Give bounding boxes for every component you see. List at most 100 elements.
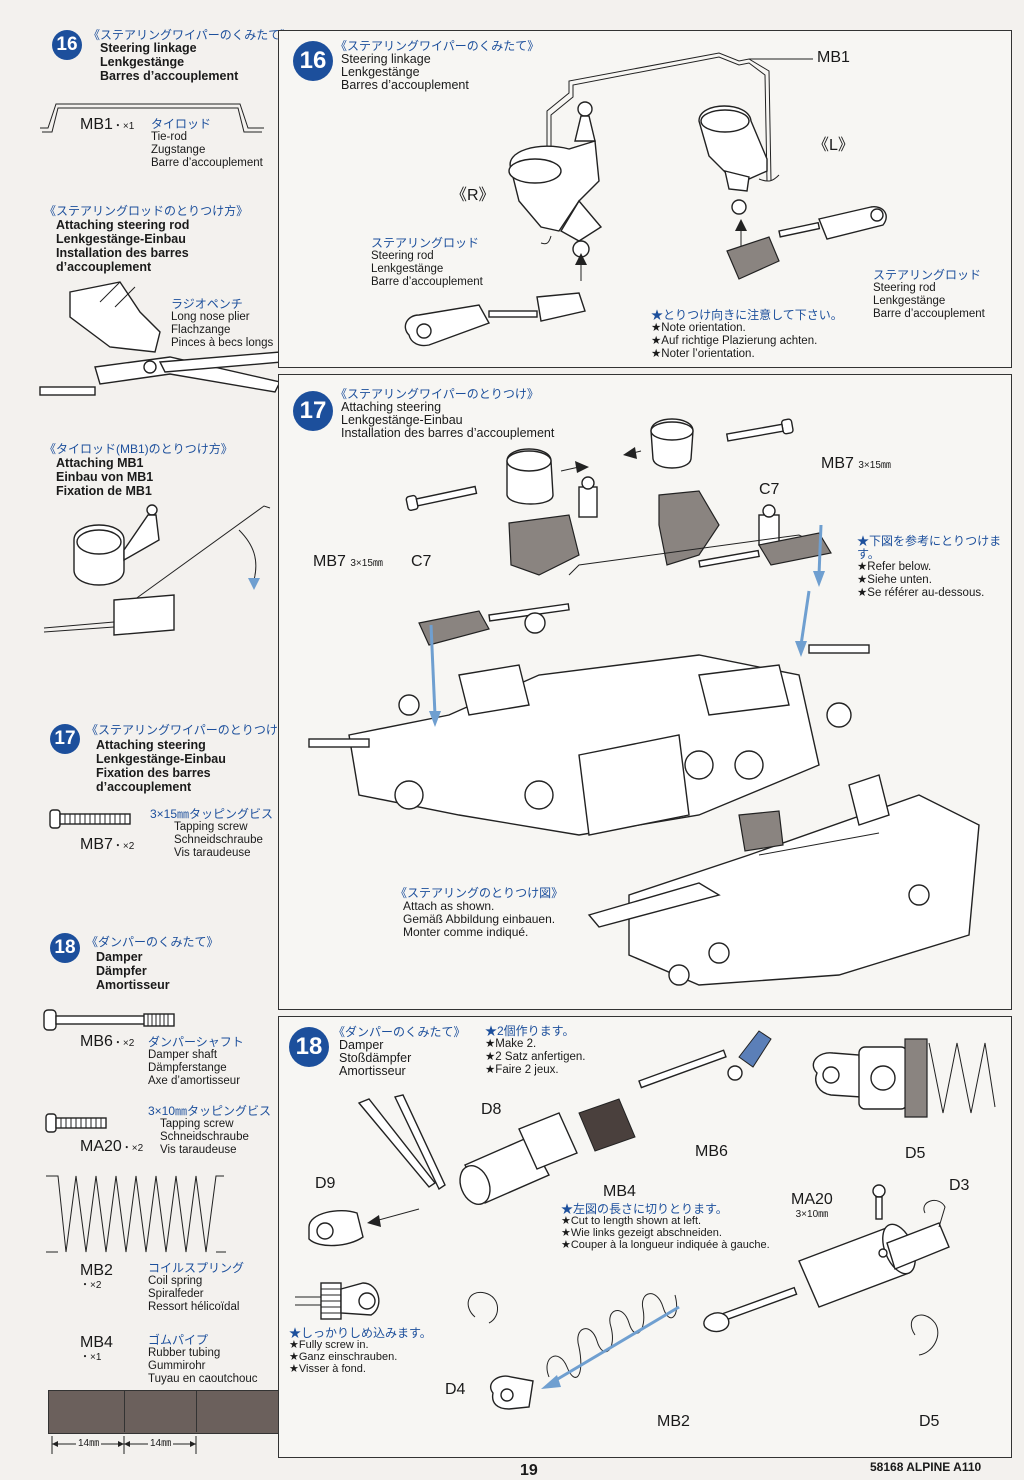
mb7-screw-drawing [49,809,131,829]
p16-note-en: ★Note orientation. [651,322,746,334]
steering-linkage-drawing [404,52,887,347]
p18-ma20-code: MA20 [791,1191,833,1208]
mb4-desc: ゴムパイプ Rubber tubing Gummirohr Tuyau en c… [148,1334,258,1386]
plier-jp: ラジオペンチ [171,297,243,311]
page-number: 19 [520,1462,538,1479]
attach-rod-fr: Installation des barres [56,246,189,260]
mb1-jp: タイロッド [151,117,212,131]
p18-make: ★2個作ります。 ★Make 2. ★2 Satz anfertigen. ★F… [485,1025,585,1077]
p18-make-fr: ★Faire 2 jeux. [485,1064,559,1076]
p18-screw-jp: ★しっかりしめ込みます。 [289,1326,432,1340]
p18-mb4: MB4 [603,1183,636,1200]
mb2-de: Spiralfeder [148,1288,204,1300]
step-16-fr: Barres d’accouplement [100,69,239,83]
step-18-en-left: Damper [96,950,143,964]
p17-mb7-left: MB7 3×15㎜ [313,553,383,571]
tubing-dimension-lines [51,1436,197,1454]
p18-cut-de: ★Wie links gezeigt abschneiden. [561,1227,722,1239]
p17-mb7-left-code: MB7 [313,553,346,570]
p18-cut-fr: ★Couper à la longueur indiquée à gauche. [561,1239,770,1251]
ma20-qty: ・×2 [121,1143,144,1154]
p17-fr: Installation des barres d’accouplement [341,426,555,440]
step-18-badge-left: 18 [50,933,80,963]
p18-ma20-size: 3×10㎜ [795,1209,829,1220]
mb1-de: Zugstange [151,144,206,156]
p17-shown: 《ステアリングのとりつけ図》 Attach as shown. Gemäß Ab… [395,887,563,939]
panel-step-17: 17 《ステアリングワイパーのとりつけ》 Attaching steering … [278,374,1012,1010]
p18-de: Stoßdämpfer [339,1051,412,1065]
step-16-jp-title: 《ステアリングワイパーのくみたて》 [88,28,293,42]
step-16-de: Lenkgestänge [100,55,185,69]
ma20-de: Schneidschraube [160,1131,249,1143]
step-17-badge-left: 17 [50,724,80,754]
mb7-qty: ・×2 [112,841,135,852]
p16-en: Steering linkage [341,52,431,66]
p17-shown-en: Attach as shown. [403,899,495,913]
p18-screw-fr: ★Visser à fond. [289,1363,366,1375]
mb6-en: Damper shaft [148,1049,218,1061]
p18-d5-top: D5 [905,1145,926,1162]
p16-rod-right: ステアリングロッド Steering rod Lenkgestänge Barr… [873,269,985,321]
p17-titles: Attaching steering Lenkgestänge-Einbau I… [341,401,554,440]
mb4-fr: Tuyau en caoutchouc [148,1373,258,1385]
p16-jp-title: 《ステアリングワイパーのくみたて》 [335,39,540,53]
mb6-desc: ダンパーシャフト Damper shaft Dämpferstange Axe … [148,1036,244,1088]
tie-rod-drawing [40,103,264,133]
attach-mb1-en: Attaching MB1 [56,456,144,470]
p16-rod-right-fr: Barre d’accouplement [873,308,985,320]
tubing-cut-mark-1 [124,1390,125,1432]
panel-step-16: 16 《ステアリングワイパーのくみたて》 Steering linkage Le… [278,30,1012,368]
attach-rod-text: Attaching steering rod Lenkgestänge-Einb… [56,218,189,274]
ma20-screw-drawing [45,1113,107,1133]
panel-step-18: 18 《ダンパーのくみたて》 Damper Stoßdämpfer Amorti… [278,1016,1012,1458]
plier-fr: Pinces à becs longs [171,337,274,349]
plier-en: Long nose plier [171,311,250,323]
p16-rod-left: ステアリングロッド Steering rod Lenkgestänge Barr… [371,237,483,289]
p16-de: Lenkgestänge [341,65,420,79]
mb1-code-text: MB1 [80,116,113,133]
p17-mb7-right-code: MB7 [821,455,854,472]
p18-d8: D8 [481,1101,502,1118]
p18-make-en: ★Make 2. [485,1038,537,1050]
attach-rod-jp: 《ステアリングロッドのとりつけ方》 [44,204,249,218]
ma20-desc: 3×10㎜タッピングビス Tapping screw Schneidschrau… [148,1105,271,1157]
p16-rod-left-en: Steering rod [371,250,434,262]
step-17-jp-left: 《ステアリングワイパーのとりつけ》 [86,723,290,737]
ma20-jp: 3×10㎜タッピングビス [148,1104,272,1118]
attach-rod-de: Lenkgestänge-Einbau [56,232,186,246]
p18-cut-jp: ★左図の長さに切りとります。 [561,1202,728,1216]
plier-drawing [39,281,283,396]
steering-install-drawing [308,418,980,986]
step-17-de-left: Lenkgestänge-Einbau [96,752,226,766]
model-name: 58168 ALPINE A110 [870,1460,982,1474]
p16-note-fr: ★Noter l’orientation. [651,348,755,360]
mb7-desc: 3×15㎜タッピングビス Tapping screw Schneidschrau… [150,808,273,860]
p18-screw-de: ★Ganz einschrauben. [289,1351,398,1363]
p18-cut: ★左図の長さに切りとります。 ★Cut to length shown at l… [561,1203,770,1251]
mb7-en: Tapping screw [174,821,248,833]
p17-c7-left: C7 [411,553,432,570]
p16-rod-left-fr: Barre d’accouplement [371,276,483,288]
mb6-code: MB6・×2 [80,1033,134,1051]
ma20-en: Tapping screw [160,1118,234,1130]
step-18-text-left: Damper Dämpfer Amortisseur [96,950,170,992]
p17-c7-right: C7 [759,481,780,498]
coil-spring-drawing [46,1175,226,1253]
mb2-fr: Ressort hélicoïdal [148,1301,240,1313]
p18-mb6: MB6 [695,1143,728,1160]
p16-titles: Steering linkage Lenkgestänge Barres d’a… [341,53,469,92]
mb6-shaft-drawing [43,1009,175,1031]
mb2-jp: コイルスプリング [148,1261,245,1275]
mb4-code: MB4 ・×1 [80,1334,113,1364]
p16-note: ★とりつけ向きに注意して下さい。 ★Note orientation. ★Auf… [651,309,843,361]
mb2-code: MB2 ・×2 [80,1262,113,1292]
p17-refer-en: ★Refer below. [857,561,932,573]
step-17-en-left: Attaching steering [96,738,206,752]
mb6-code-text: MB6 [80,1033,113,1050]
tubing-cut-mark-2 [196,1390,197,1432]
p16-fr: Barres d’accouplement [341,78,469,92]
step-16-badge: 16 [293,41,333,81]
p17-refer-de: ★Siehe unten. [857,574,932,586]
mb1-install-drawing [43,504,271,636]
p17-refer: ★下図を参考にとりつけます。 ★Refer below. ★Siehe unte… [857,535,1011,600]
